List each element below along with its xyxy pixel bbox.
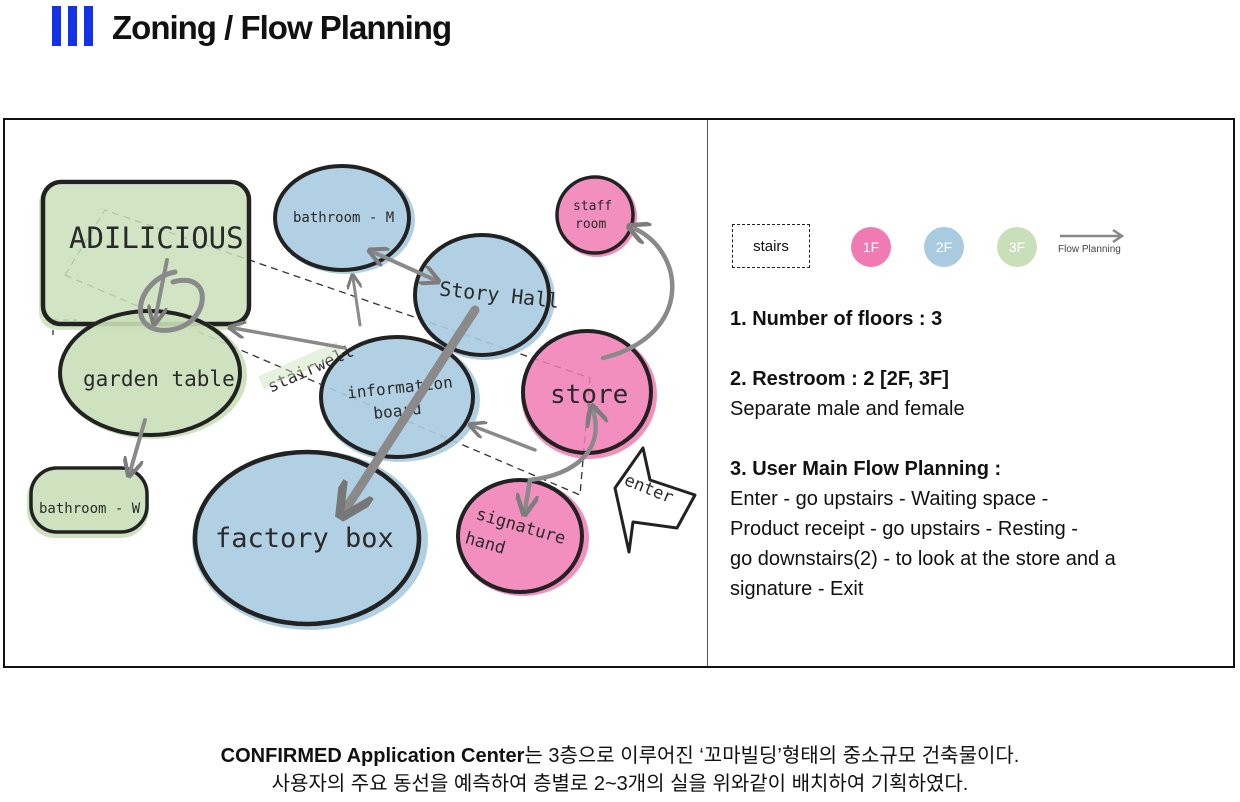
label-room: room bbox=[575, 217, 606, 232]
caption-line-2: 사용자의 주요 동선을 예측하여 층별로 2~3개의 실을 위와같이 배치하여 … bbox=[271, 773, 969, 795]
note-flow-line-1: Enter - go upstairs - Waiting space - bbox=[730, 488, 1049, 510]
caption-line-1: CONFIRMED Application Center는 3층으로 이루어진 … bbox=[0, 742, 1240, 770]
zone-story-hall: Story Hall bbox=[413, 233, 560, 360]
page-title: Zoning / Flow Planning bbox=[112, 9, 452, 46]
flow-arrow-store-staff bbox=[600, 228, 675, 361]
enter-arrow: enter bbox=[613, 446, 697, 554]
legend-flow-planning: Flow Planning bbox=[1058, 244, 1121, 255]
zoning-diagram: ADILICIOUS garden table bathroom - W bat… bbox=[5, 120, 707, 666]
flow-arrow-store-to-info bbox=[473, 426, 537, 452]
note-restroom-title: 2. Restroom : 2 [2F, 3F] bbox=[730, 368, 949, 390]
note-flow-title: 3. User Main Flow Planning : bbox=[730, 458, 1002, 480]
label-store: store bbox=[550, 380, 628, 410]
flow-arrows bbox=[130, 228, 675, 510]
flow-arrow-adilicious-to-garden bbox=[155, 258, 169, 320]
panel-divider bbox=[707, 120, 708, 666]
flow-arrow-info-to-bathroom-m bbox=[353, 278, 360, 327]
label-garden-table: garden table bbox=[83, 367, 235, 391]
zone-factory-box: factory box bbox=[192, 449, 428, 630]
label-bathroom-m: bathroom - M bbox=[293, 210, 394, 226]
zone-bathroom-m: bathroom - M bbox=[273, 164, 415, 274]
title-accent-bars bbox=[52, 6, 94, 46]
flow-arrow-adilicious-loop bbox=[138, 269, 205, 333]
zone-signature-hand: signature hand bbox=[456, 478, 589, 596]
content-frame bbox=[3, 118, 1235, 668]
zone-garden-table: garden table bbox=[58, 309, 247, 439]
zone-staff-room: staff room bbox=[555, 175, 637, 257]
note-restroom-body: Separate male and female bbox=[730, 398, 965, 420]
legend-2f: 2F bbox=[924, 227, 964, 267]
flow-arrow-info-to-garden bbox=[233, 328, 347, 350]
flow-arrow-infoboard-to-factory bbox=[345, 305, 480, 510]
flow-arrow-garden-to-bathroom-w bbox=[130, 418, 147, 472]
flow-arrow-icon bbox=[1060, 228, 1125, 244]
label-staff: staff bbox=[573, 199, 612, 214]
planning-notes: 1. Number of floors : 3 2. Restroom : 2 … bbox=[730, 304, 1220, 604]
label-factory-box: factory box bbox=[215, 523, 394, 554]
zone-adilicious: ADILICIOUS bbox=[39, 179, 252, 330]
note-flow-line-4: signature - Exit bbox=[730, 578, 864, 600]
note-floors-title: 1. Number of floors : 3 bbox=[730, 308, 943, 330]
label-adilicious: ADILICIOUS bbox=[69, 221, 244, 255]
note-flow-line-2: Product receipt - go upstairs - Resting … bbox=[730, 518, 1078, 540]
note-flow-line-3: go downstairs(2) - to look at the store … bbox=[730, 548, 1116, 570]
caption: CONFIRMED Application Center는 3층으로 이루어진 … bbox=[0, 742, 1240, 798]
legend-3f: 3F bbox=[997, 227, 1037, 267]
flow-arrow-bathroom-m-story-hall bbox=[373, 252, 435, 280]
zone-bathroom-w: bathroom - W bbox=[27, 466, 149, 538]
label-bathroom-w: bathroom - W bbox=[39, 501, 141, 517]
caption-line-1-text: 는 3층으로 이루어진 ‘꼬마빌딩’형태의 중소규모 건축물이다. bbox=[524, 745, 1020, 767]
caption-brand: CONFIRMED Application Center bbox=[220, 745, 525, 767]
zone-store: store bbox=[521, 329, 657, 459]
legend-1f: 1F bbox=[851, 227, 891, 267]
legend: stairs 1F 2F 3F Flow Planning bbox=[732, 222, 1212, 272]
legend-stairs: stairs bbox=[732, 224, 810, 268]
flow-arrow-store-signature bbox=[525, 410, 596, 510]
